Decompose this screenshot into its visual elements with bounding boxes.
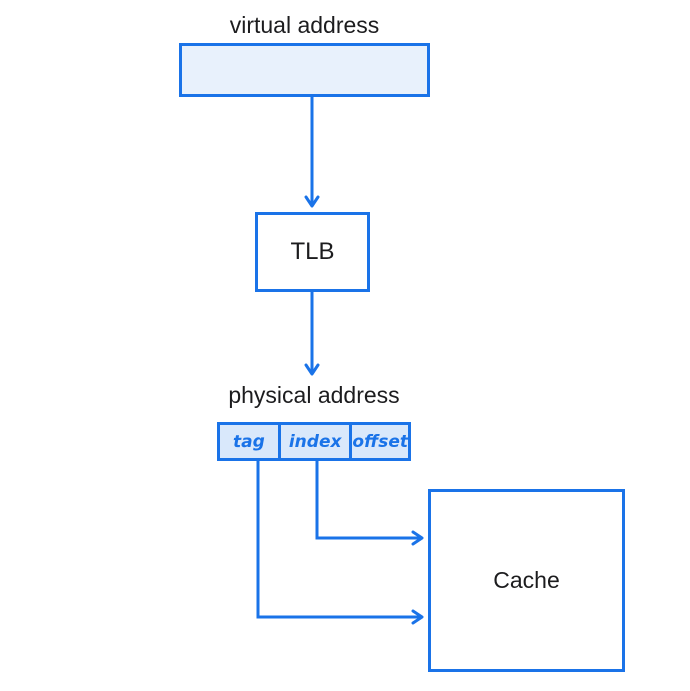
arrow-tag-to-cache-icon xyxy=(256,461,424,625)
cache-box: Cache xyxy=(428,489,625,672)
cache-label: Cache xyxy=(493,566,560,593)
field-cell-index: index xyxy=(277,425,350,458)
arrow-index-to-cache-icon xyxy=(315,461,424,546)
physical-address-label: physical address xyxy=(228,382,400,408)
tlb-box: TLB xyxy=(255,212,370,292)
virtual-address-box xyxy=(179,43,430,97)
field-cell-offset: offset xyxy=(349,425,408,458)
virtual-address-label: virtual address xyxy=(229,12,380,38)
physical-address-fields-box: tag index offset xyxy=(217,422,411,461)
tlb-label: TLB xyxy=(290,237,335,265)
field-cell-tag: tag xyxy=(232,431,266,452)
